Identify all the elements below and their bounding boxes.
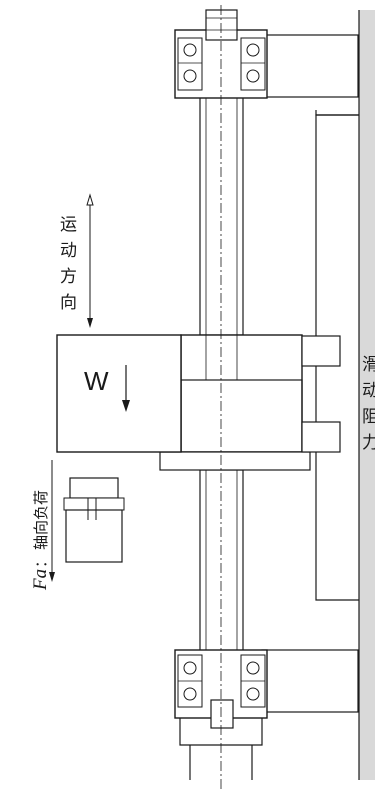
bottom-support-bracket bbox=[261, 649, 359, 713]
nut-block bbox=[159, 334, 341, 471]
motion-direction-label: 运 动 方 向 bbox=[60, 215, 77, 313]
motion-char-2: 动 bbox=[60, 241, 77, 261]
axial-load-label: Fa ： 轴向负荷 bbox=[30, 490, 51, 591]
top-support-bracket bbox=[261, 34, 359, 116]
friction-char-1: 滑 bbox=[362, 355, 375, 375]
slide-rail bbox=[359, 10, 375, 780]
axial-load-symbol: Fa bbox=[30, 569, 51, 591]
motion-direction-arrow bbox=[86, 193, 94, 328]
friction-char-3: 阻 bbox=[362, 407, 375, 427]
motion-char-1: 运 bbox=[60, 215, 77, 235]
weight-label: W bbox=[84, 366, 109, 396]
friction-resistance-label: 滑 动 阻 力 bbox=[362, 355, 375, 453]
axial-load-separator: ： bbox=[32, 553, 50, 568]
load-block bbox=[56, 334, 182, 453]
axial-load-text: 轴向负荷 bbox=[32, 490, 50, 550]
weight-arrow bbox=[122, 365, 130, 412]
friction-char-4: 力 bbox=[362, 433, 375, 453]
friction-char-2: 动 bbox=[362, 381, 375, 401]
motion-char-3: 方 bbox=[60, 267, 77, 287]
sensor bbox=[63, 477, 125, 563]
motion-char-4: 向 bbox=[60, 293, 77, 313]
axial-load-arrow bbox=[49, 460, 55, 582]
